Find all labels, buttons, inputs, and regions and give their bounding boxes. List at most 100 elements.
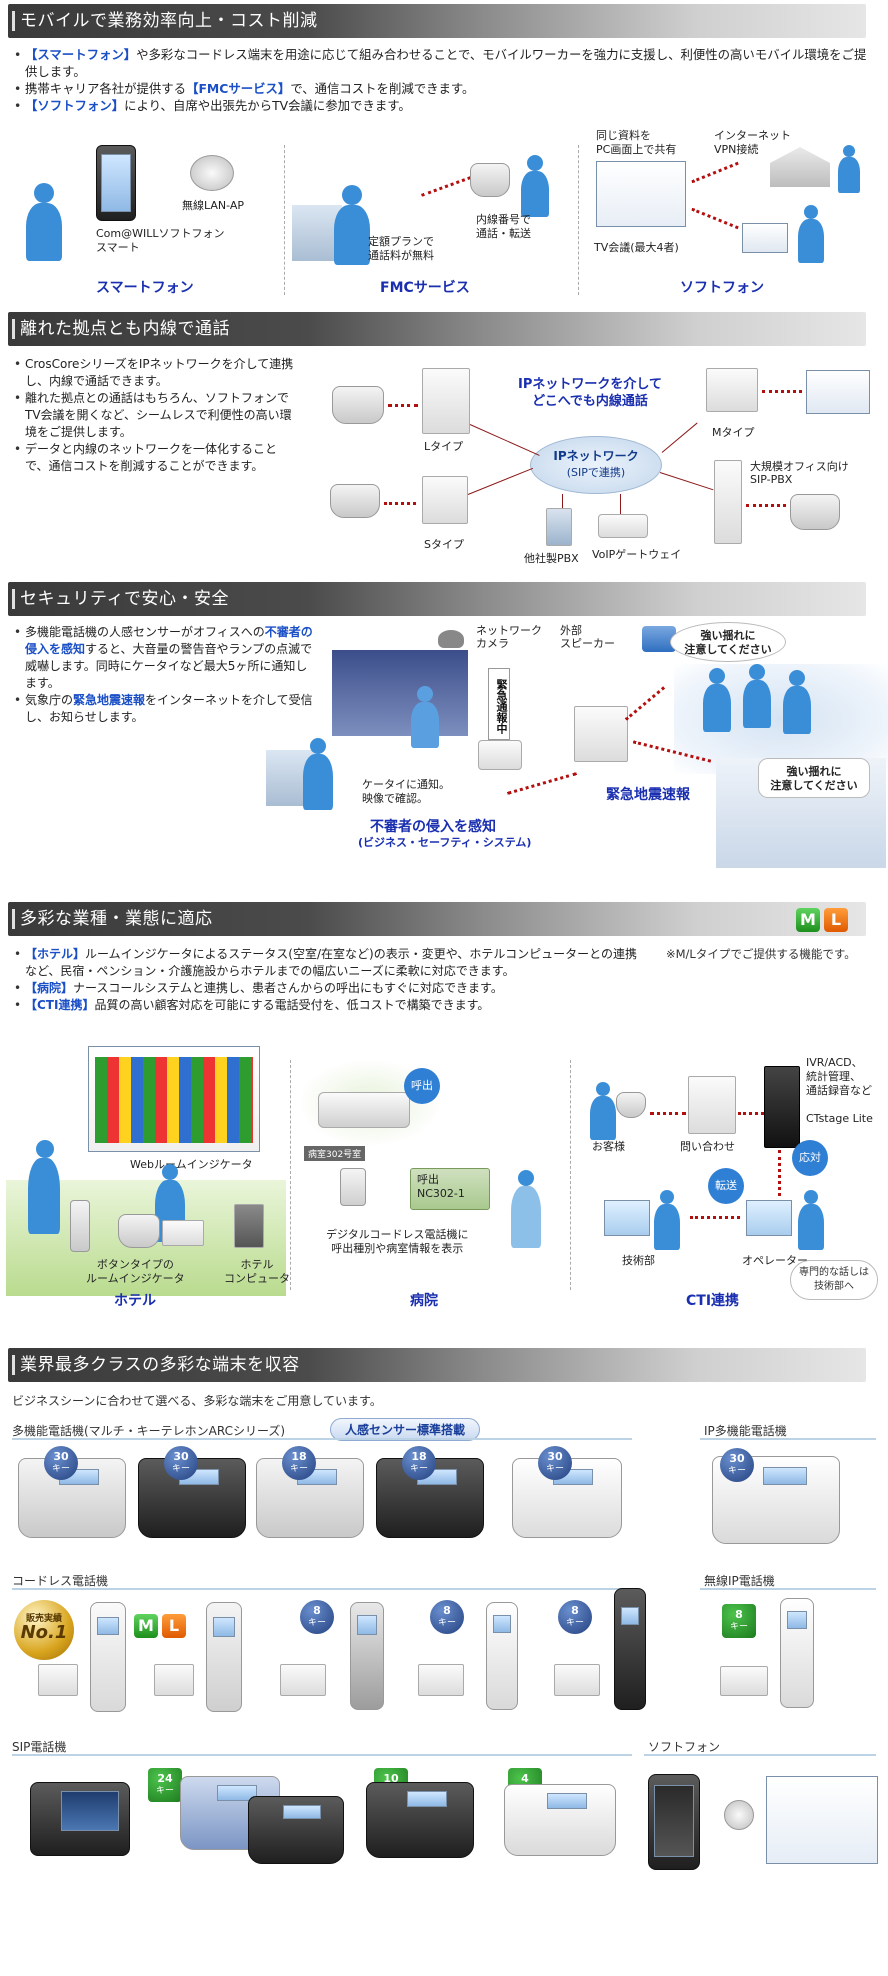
voip-label: VoIPゲートウェイ (592, 548, 682, 561)
caption-intrusion-sub: (ビジネス・セーフティ・システム) (358, 836, 532, 849)
cordless-display: 呼出 NC302-1 (410, 1168, 490, 1210)
network-line (562, 494, 563, 508)
remote-bullet-1: CrosCoreシリーズをIPネットワークを介して連携し、内線で通話できます。 (14, 356, 300, 390)
speaker-label: 外部 スピーカー (560, 624, 615, 650)
cordless-handset-black (614, 1588, 646, 1710)
sip-phone-10 (366, 1782, 474, 1858)
vpn-label: インターネット VPN接続 (714, 129, 791, 156)
base-station-icon (154, 1664, 194, 1696)
call-bubble: 呼出 (404, 1068, 440, 1104)
desk-phone-icon (478, 740, 522, 770)
connection-line (624, 686, 666, 721)
ivr-label: IVR/ACD、 統計管理、 通話録音など (806, 1056, 872, 1097)
connection-line (506, 772, 578, 795)
base-station-icon (280, 1664, 326, 1696)
cordless-handset (90, 1602, 126, 1712)
server-icon (764, 1066, 800, 1148)
network-line (659, 472, 714, 491)
person-icon (24, 1140, 64, 1236)
m-type-badge: M (796, 908, 820, 932)
pbx-unit (688, 1076, 736, 1134)
web-indicator-label: Webルームインジケータ (130, 1158, 253, 1171)
divider (578, 145, 579, 295)
caption-fmc: FMCサービス (380, 280, 470, 296)
connection-line (388, 404, 418, 407)
connection-line (746, 504, 786, 507)
caption-smartphone: スマートフォン (96, 280, 194, 296)
s-type-label: Sタイプ (424, 538, 464, 551)
large-pbx-label: 大規模オフィス向け SIP-PBX (750, 460, 849, 486)
sip-label: SIP電話機 (12, 1740, 67, 1754)
section-title-remote: 離れた拠点とも内線で通話 (8, 312, 866, 346)
network-line (467, 467, 534, 495)
section-title-terminals: 業界最多クラスの多彩な端末を収容 (8, 1348, 866, 1382)
cordless-label: コードレス電話機 (12, 1574, 109, 1588)
connection-line (738, 1112, 764, 1115)
person-icon (518, 155, 552, 219)
access-point-icon (720, 1666, 768, 1696)
customer-icon (588, 1082, 618, 1142)
divider (290, 1060, 291, 1290)
category-underline (12, 1754, 632, 1756)
network-line (469, 424, 540, 456)
respond-bubble: 応対 (792, 1140, 828, 1176)
building-icon (292, 205, 342, 261)
other-pbx-label: 他社製PBX (524, 552, 579, 565)
remote-figure: IPネットワークを介して どこへでも内線通話 IPネットワーク (SIPで連携)… (310, 354, 888, 574)
security-bullet-2: 気象庁の緊急地震速報をインターネットを介して受信し、お知らせします。 (14, 692, 314, 726)
connection-line (384, 502, 416, 505)
other-pbx-icon (546, 508, 572, 546)
desk-phone-icon (470, 163, 510, 197)
hotel-computer-icon (234, 1204, 264, 1248)
connection-line (691, 207, 739, 230)
bed-icon (318, 1092, 410, 1128)
nurse-icon (508, 1170, 544, 1250)
desk-phone-icon (332, 386, 384, 424)
button-indicator-icon (162, 1220, 204, 1246)
mobile-bullet-1: 【スマートフォン】や多彩なコードレス端末を用途に応じて組み合わせることで、モバイ… (14, 46, 874, 80)
desk-phone-icon (790, 494, 840, 530)
softphone-pc-screen (766, 1776, 878, 1864)
mobile-bullets: 【スマートフォン】や多彩なコードレス端末を用途に応じて組み合わせることで、モバイ… (14, 46, 874, 114)
wireless-ap-icon (724, 1800, 754, 1830)
cordless-phone-icon (70, 1200, 90, 1252)
base-station-icon (418, 1664, 464, 1696)
ip-network-cloud: IPネットワーク (SIPで連携) (530, 436, 662, 494)
caption-hotel: ホテル (114, 1293, 156, 1309)
wlan-label: 無線LAN-AP (182, 199, 245, 212)
remote-bullet-3: データと内線のネットワークを一体化することで、通信コストを削減することができます… (14, 441, 300, 475)
section-title-security: セキュリティで安心・安全 (8, 582, 866, 616)
expert-callout: 専門的な話しは 技術部へ (790, 1260, 878, 1300)
person-icon (20, 183, 66, 263)
tech-person-icon (652, 1190, 682, 1252)
sip-phone-4 (504, 1784, 616, 1856)
connection-line (691, 161, 739, 184)
night-office-image (332, 650, 468, 736)
industry-figure: Webルームインジケータ ボタンタイプの ルームインジケータ ホテル コンピュー… (0, 1040, 888, 1320)
wireless-ip-handset (780, 1598, 814, 1708)
operator-label: オペレーター (742, 1254, 808, 1267)
warning-callout: 強い揺れに 注意してください (670, 622, 786, 662)
caption-intrusion: 不審者の侵入を感知 (370, 819, 496, 835)
terminals-intro: ビジネスシーンに合わせて選べる、多彩な端末をご用意しています。 (12, 1394, 382, 1408)
remote-bullets: CrosCoreシリーズをIPネットワークを介して連携し、内線で通話できます。 … (14, 356, 300, 475)
mobile-figure: 無線LAN-AP Com@WILLソフトフォン スマート スマートフォン 定額プ… (0, 125, 888, 305)
wireless-ip-label: 無線IP電話機 (704, 1574, 775, 1588)
softphone-label: ソフトフォン (648, 1740, 721, 1754)
voip-gateway-icon (598, 514, 648, 538)
person-icon (740, 664, 774, 730)
divider (284, 145, 285, 295)
sip-pbx-rack (714, 460, 742, 544)
person-icon (796, 205, 826, 265)
caption-quake: 緊急地震速報 (606, 787, 690, 803)
smartphone-icon (96, 145, 136, 221)
cordless-info-label: デジタルコードレス電話機に 呼出種別や病室情報を表示 (326, 1228, 469, 1255)
